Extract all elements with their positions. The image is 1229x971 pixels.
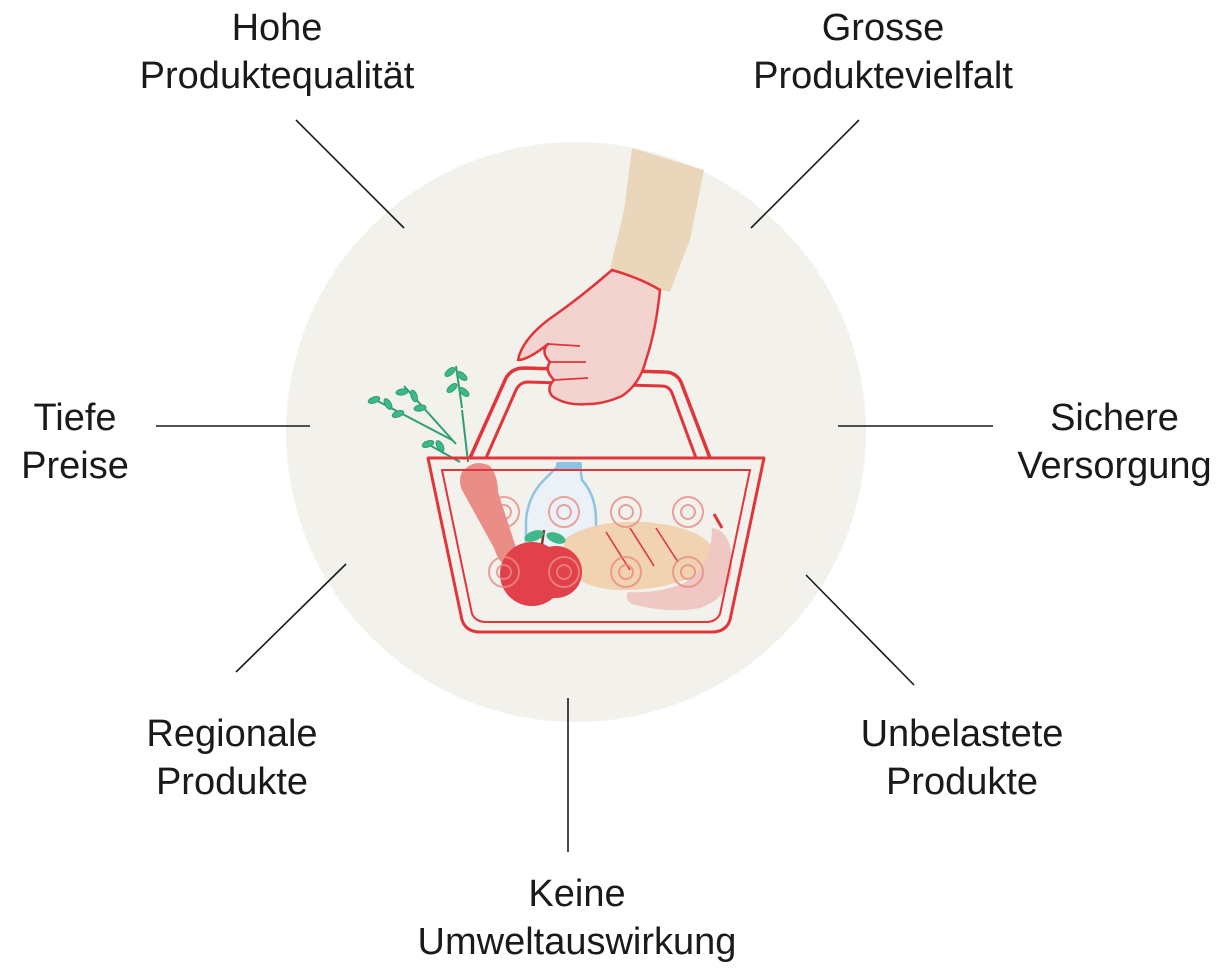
- label-line: Keine: [392, 870, 762, 918]
- label-line: Sichere: [1000, 394, 1229, 442]
- connector-quality: [296, 120, 404, 228]
- label-line: Produkte: [118, 758, 346, 806]
- label-line: Hohe: [112, 4, 442, 52]
- label-unpolluted-products: Unbelastete Produkte: [838, 710, 1086, 806]
- label-line: Grosse: [722, 4, 1044, 52]
- label-line: Produkte: [838, 758, 1086, 806]
- label-low-prices: Tiefe Preise: [2, 394, 148, 490]
- label-product-variety: Grosse Produktevielfalt: [722, 4, 1044, 100]
- label-secure-supply: Sichere Versorgung: [1000, 394, 1229, 490]
- label-line: Produktevielfalt: [722, 52, 1044, 100]
- center-circle: [286, 142, 866, 722]
- label-line: Umweltauswirkung: [392, 918, 762, 966]
- label-regional-products: Regionale Produkte: [118, 710, 346, 806]
- connector-variety: [751, 120, 859, 228]
- label-no-environmental-impact: Keine Umweltauswirkung: [392, 870, 762, 966]
- label-line: Unbelastete: [838, 710, 1086, 758]
- label-product-quality: Hohe Produktequalität: [112, 4, 442, 100]
- label-line: Tiefe: [2, 394, 148, 442]
- connector-regional: [236, 564, 346, 672]
- label-line: Preise: [2, 442, 148, 490]
- label-line: Versorgung: [1000, 442, 1229, 490]
- connector-unpolluted: [806, 575, 914, 685]
- label-line: Produktequalität: [112, 52, 442, 100]
- label-line: Regionale: [118, 710, 346, 758]
